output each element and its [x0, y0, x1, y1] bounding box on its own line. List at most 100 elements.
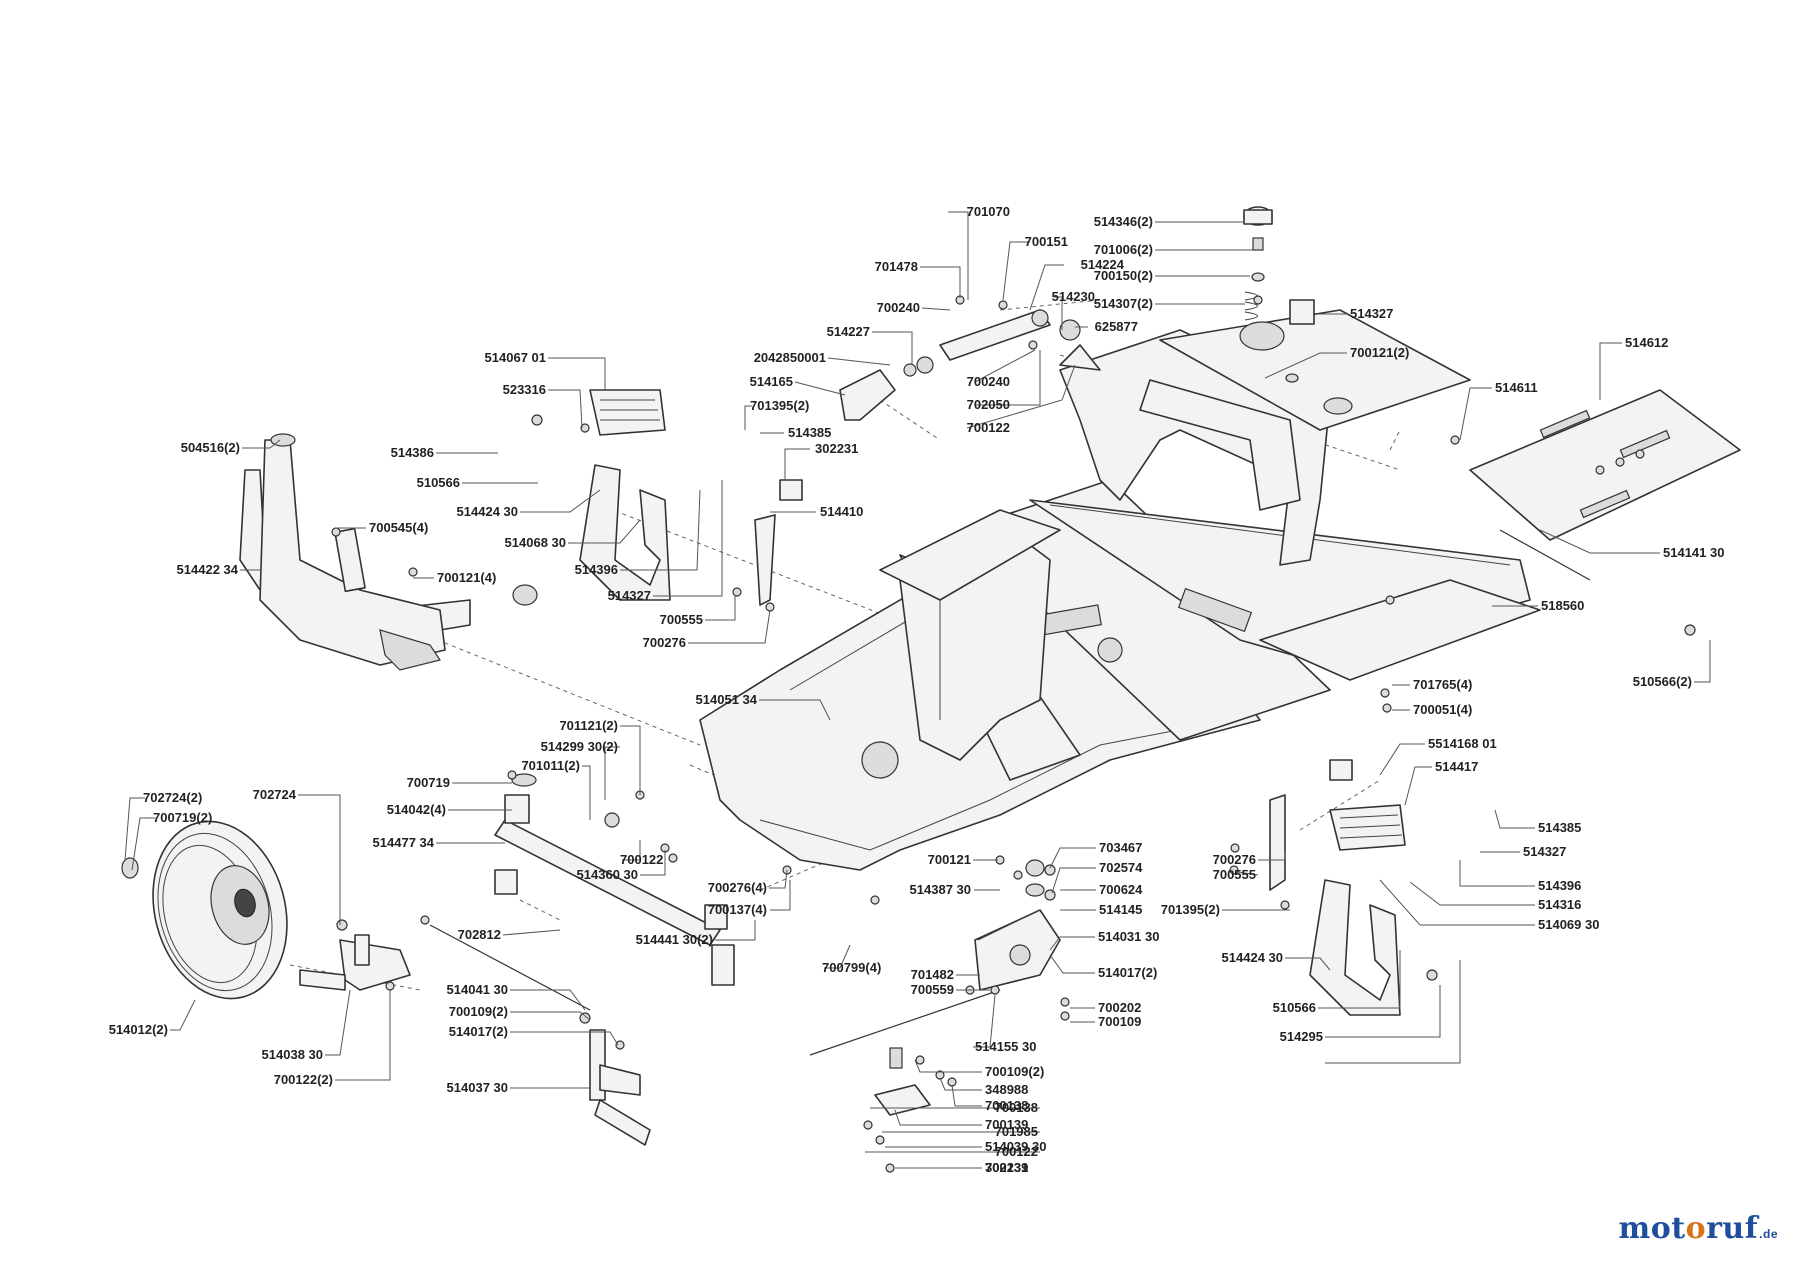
part-number-label: 701478: [875, 259, 918, 274]
part-number-label: 514386: [391, 445, 434, 460]
part-number-label: 702574: [1099, 860, 1143, 875]
part-number-label: 514410: [820, 504, 863, 519]
part-number-label: 514068 30: [505, 535, 566, 550]
part-number-label: 510566: [1273, 1000, 1316, 1015]
part-number-label: 514424 30: [1222, 950, 1283, 965]
part-number-label: 514327: [1523, 844, 1566, 859]
front-bumper: [239, 433, 538, 671]
part-number-label: 700138: [985, 1098, 1028, 1113]
part-number-label: 700137(4): [708, 902, 767, 917]
part-number-label: 514037 30: [447, 1080, 508, 1095]
part-number-label: 514165: [750, 374, 793, 389]
spindles: [299, 934, 651, 1146]
part-number-label: 700276(4): [708, 880, 767, 895]
part-number-label: 514042(4): [387, 802, 446, 817]
part-number-label: 514346(2): [1094, 214, 1153, 229]
part-number-label: 514051 34: [696, 692, 758, 707]
part-number-label: 514441 30(2): [636, 932, 713, 947]
part-number-label: 514316: [1538, 897, 1581, 912]
part-number-label: 510566: [417, 475, 460, 490]
part-number-label: 514385: [788, 425, 831, 440]
right-pedal: [1309, 804, 1406, 1016]
logo-tld: .de: [1759, 1227, 1778, 1241]
part-number-label: 504516(2): [181, 440, 240, 455]
part-number-label: 700139: [985, 1160, 1028, 1175]
part-number-label: 700121: [928, 852, 971, 867]
part-number-label: 514360 30: [577, 867, 638, 882]
part-number-label: 514611: [1495, 380, 1538, 395]
part-number-label: 700799(4): [822, 960, 881, 975]
logo-text-2: o: [1685, 1211, 1707, 1246]
leader-lines: [124, 211, 1711, 1169]
part-number-label: 700121(2): [1350, 345, 1409, 360]
part-number-label: 514307(2): [1094, 296, 1153, 311]
part-number-label: 302231: [985, 1160, 1028, 1175]
part-number-label: 700240: [967, 374, 1010, 389]
part-number-label: 514422 34: [177, 562, 239, 577]
part-number-label: 514012(2): [109, 1022, 168, 1037]
part-number-label: 514295: [1280, 1029, 1323, 1044]
part-number-label: 700121(4): [437, 570, 496, 585]
roll-bar-frame: [1059, 309, 1471, 566]
hardware-items: [331, 295, 1696, 1173]
part-number-label: 514230: [1052, 289, 1095, 304]
part-number-label: 701985: [995, 1124, 1038, 1139]
part-number-label: 514424 30: [457, 504, 518, 519]
part-number-label: 700555: [660, 612, 703, 627]
part-number-label: 514038 30: [262, 1047, 323, 1062]
part-number-label: 700624: [1099, 882, 1143, 897]
part-number-label: 514067 01: [485, 350, 546, 365]
part-number-label: 514417: [1435, 759, 1478, 774]
part-number-label: 514224: [1081, 257, 1125, 272]
part-number-label: 514039 30: [985, 1139, 1046, 1154]
part-number-label: 514031 30: [1098, 929, 1159, 944]
part-number-label: 701482: [911, 967, 954, 982]
part-number-label: 700122: [967, 420, 1010, 435]
part-number-label: 700138: [995, 1100, 1038, 1115]
part-number-label: 700719: [407, 775, 450, 790]
part-number-label: 348988: [985, 1082, 1028, 1097]
front-wheel: [121, 820, 288, 1000]
part-number-label: 700150(2): [1094, 268, 1153, 283]
tie-rods: [429, 529, 1591, 1056]
part-number-label: 701121(2): [559, 718, 618, 733]
part-number-label: 514041 30: [447, 982, 508, 997]
part-number-label: 700109(2): [449, 1004, 508, 1019]
part-number-label: 701395(2): [1161, 902, 1220, 917]
part-number-label: 700276: [1213, 852, 1256, 867]
part-number-label: 700545(4): [369, 520, 428, 535]
part-number-label: 514155 30: [975, 1039, 1036, 1054]
part-number-label: 700202: [1098, 1000, 1141, 1015]
steering-sector: [974, 859, 1061, 991]
left-pedal: [579, 389, 671, 601]
part-number-label: 700122: [620, 852, 663, 867]
part-number-label: 514387 30: [910, 882, 971, 897]
part-number-label: 703467: [1099, 840, 1142, 855]
motoruf-logo: motoruf.de: [1618, 1211, 1778, 1246]
part-number-label: 702724: [253, 787, 297, 802]
part-number-label: 700276: [643, 635, 686, 650]
part-number-label: 514327: [1350, 306, 1393, 321]
part-number-label: 701011(2): [521, 758, 580, 773]
part-number-label: 702724(2): [143, 790, 202, 805]
part-number-label: 702050: [967, 397, 1010, 412]
part-number-label: 514612: [1625, 335, 1668, 350]
part-number-label: 700139: [985, 1117, 1028, 1132]
part-number-label: 514069 30: [1538, 917, 1599, 932]
part-number-label: 518560: [1541, 598, 1584, 613]
part-number-label: 514396: [1538, 878, 1581, 893]
pedal-brackets: [754, 479, 1353, 891]
part-number-label: 700151: [1025, 234, 1068, 249]
part-number-label: 700109(2): [985, 1064, 1044, 1079]
part-number-label: 700122: [995, 1144, 1038, 1159]
part-number-label: 700240: [877, 300, 920, 315]
part-number-label: 514141 30: [1663, 545, 1724, 560]
part-number-label: 701070: [967, 204, 1010, 219]
part-number-label: 514396: [575, 562, 618, 577]
part-number-label: 702812: [458, 927, 501, 942]
part-number-label: 700559: [911, 982, 954, 997]
part-number-label: 514017(2): [449, 1024, 508, 1039]
part-number-label: 514385: [1538, 820, 1581, 835]
